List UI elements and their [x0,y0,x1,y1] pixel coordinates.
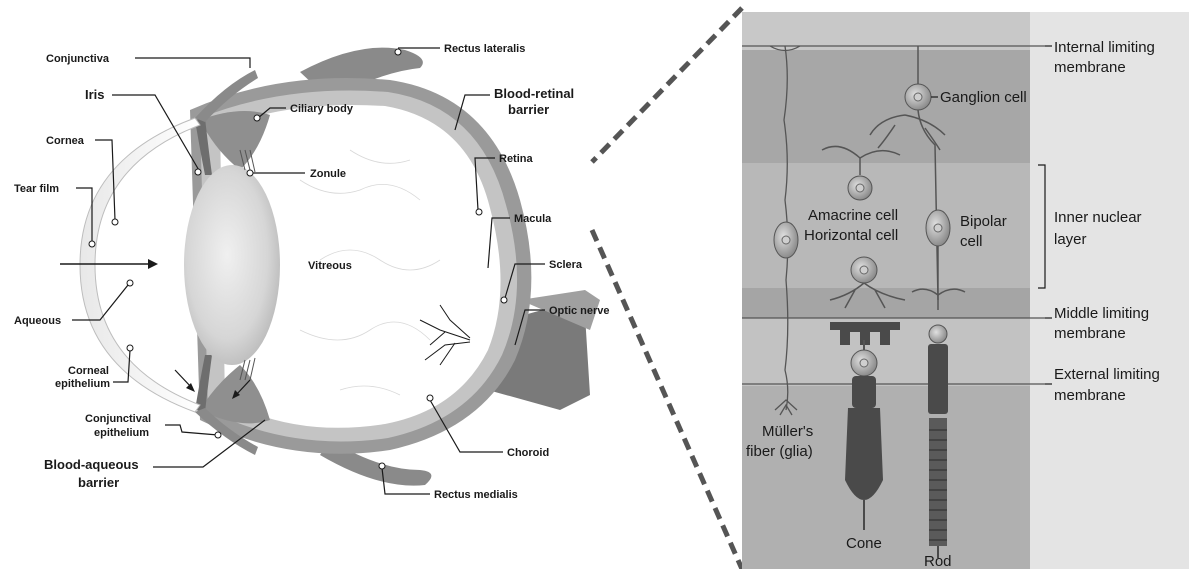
label-rectus-medialis: Rectus medialis [434,489,518,501]
label-corneal-epithelium-1: Corneal [68,365,109,377]
label-ciliary-body: Ciliary body [290,103,354,115]
label-aqueous: Aqueous [14,315,61,327]
label-horizontal-cell: Horizontal cell [804,227,898,244]
label-tear-film: Tear film [14,183,59,195]
label-internal-limiting-1: Internal limiting [1054,39,1155,56]
zoom-lines [592,8,742,569]
label-conjunctival-epithelium-1: Conjunctival [85,413,151,425]
label-external-limiting-1: External limiting [1054,366,1160,383]
label-cornea: Cornea [46,135,85,147]
label-muller-2: fiber (glia) [746,443,813,460]
label-choroid: Choroid [507,447,549,459]
label-blood-aqueous-2: barrier [78,475,119,490]
label-middle-limiting-1: Middle limiting [1054,305,1149,322]
label-bipolar-1: Bipolar [960,213,1007,230]
label-corneal-epithelium-2: epithelium [55,378,110,390]
label-blood-aqueous-1: Blood-aqueous [44,457,139,472]
label-retina: Retina [499,153,534,165]
label-rod: Rod [924,553,952,569]
label-rectus-lateralis: Rectus lateralis [444,43,525,55]
label-blood-retinal-1: Blood-retinal [494,86,574,101]
label-conjunctiva: Conjunctiva [46,53,110,65]
label-vitreous: Vitreous [308,260,352,272]
label-iris: Iris [85,87,105,102]
label-macula: Macula [514,213,552,225]
label-optic-nerve: Optic nerve [549,305,610,317]
label-inner-nuclear-2: layer [1054,231,1087,248]
rod-cell [928,325,948,558]
label-internal-limiting-2: membrane [1054,59,1126,76]
label-conjunctival-epithelium-2: epithelium [94,427,149,439]
lens-shape [184,165,280,365]
label-ganglion-cell: Ganglion cell [940,89,1027,106]
label-inner-nuclear-1: Inner nuclear [1054,209,1142,226]
label-amacrine-cell: Amacrine cell [808,207,898,224]
label-external-limiting-2: membrane [1054,387,1126,404]
label-muller-1: Müller's [762,423,813,440]
label-middle-limiting-2: membrane [1054,325,1126,342]
label-bipolar-2: cell [960,233,983,250]
label-sclera: Sclera [549,259,583,271]
label-blood-retinal-2: barrier [508,102,549,117]
label-cone: Cone [846,535,882,552]
label-zonule: Zonule [310,168,346,180]
